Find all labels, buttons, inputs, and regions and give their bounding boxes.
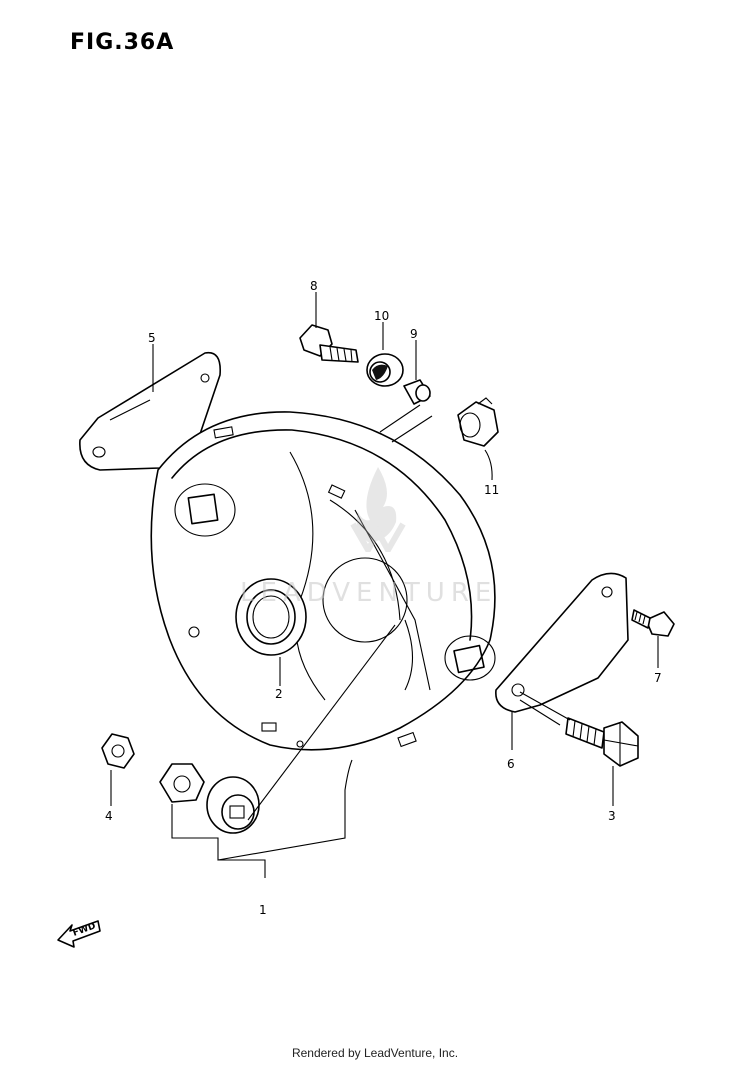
figure-title: FIG.36A xyxy=(70,30,175,55)
callout-4: 4 xyxy=(105,809,113,823)
part-6-right-bracket[interactable] xyxy=(495,572,629,713)
leader-lines xyxy=(110,292,659,878)
part-8-bolt[interactable] xyxy=(299,324,359,363)
callout-5: 5 xyxy=(148,331,156,345)
part-2-grommet[interactable] xyxy=(235,578,307,656)
callout-3: 3 xyxy=(608,809,616,823)
part-11-cap-nut[interactable] xyxy=(457,397,499,447)
callout-7: 7 xyxy=(654,671,662,685)
part-7-small-bolt[interactable] xyxy=(631,609,675,637)
mounting-hole-upper xyxy=(174,483,236,537)
part-5-left-bracket[interactable] xyxy=(79,351,222,471)
leadventure-watermark-text: LEADVENTURE xyxy=(240,578,498,608)
callout-11: 11 xyxy=(484,483,499,497)
part-4-nut[interactable] xyxy=(101,733,135,769)
callout-2: 2 xyxy=(275,687,283,701)
callout-9: 9 xyxy=(410,327,418,341)
leadventure-logo-watermark xyxy=(350,467,406,552)
part-1-grommet[interactable] xyxy=(206,776,260,834)
callout-6: 6 xyxy=(507,757,515,771)
part-3-hex-bolt[interactable] xyxy=(565,717,639,767)
mounting-hole-right xyxy=(444,635,496,681)
part-1-nut[interactable] xyxy=(159,763,205,803)
part-9-collar[interactable] xyxy=(403,379,431,405)
part-10-bushing[interactable] xyxy=(366,353,404,387)
forward-arrow-icon: FWD xyxy=(57,920,101,948)
callout-1: 1 xyxy=(259,903,267,917)
callout-10: 10 xyxy=(374,309,389,323)
callout-8: 8 xyxy=(310,279,318,293)
footer-credit: Rendered by LeadVenture, Inc. xyxy=(291,1046,459,1060)
